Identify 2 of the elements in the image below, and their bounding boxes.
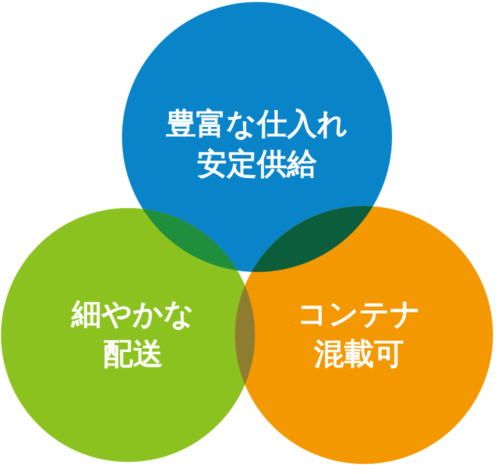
circle-label: コンテナ混載可: [290, 295, 428, 375]
circle-label: 細やかな配送: [70, 295, 196, 375]
